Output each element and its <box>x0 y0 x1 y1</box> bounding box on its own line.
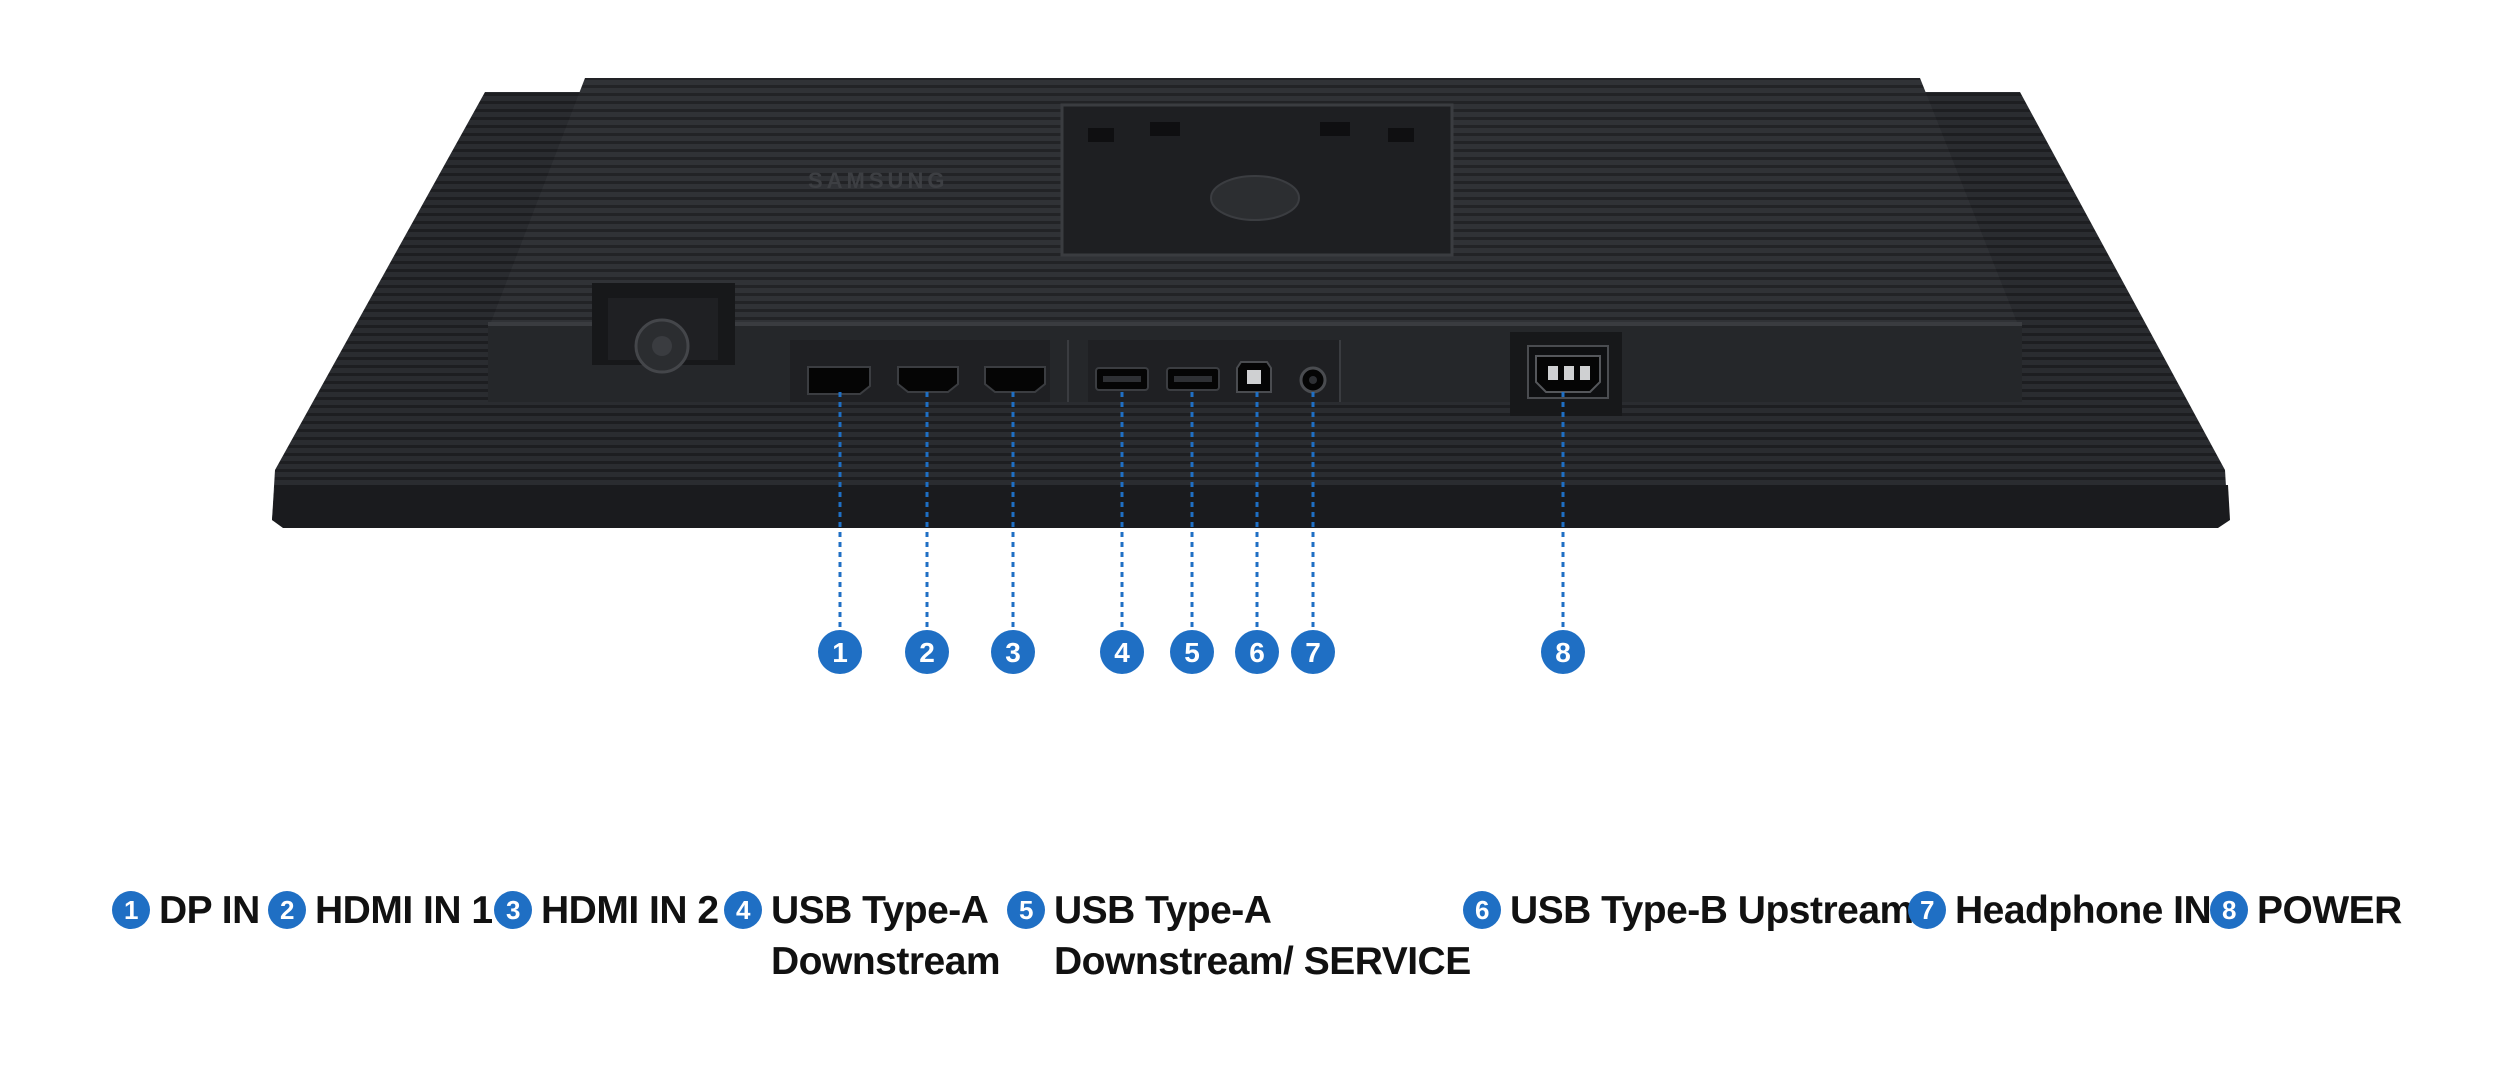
callout-marker-6: 6 <box>1235 630 1279 674</box>
legend-item-usb-a-downstream: 4 USB Type-A Downstream <box>724 885 1001 987</box>
legend-label: POWER <box>2257 889 2402 932</box>
legend-label: USB Type-A Downstream <box>771 889 1001 983</box>
legend-item-power: 8 POWER <box>2210 885 2402 936</box>
legend-number-badge: 2 <box>268 891 306 929</box>
joystick-control <box>592 283 735 374</box>
legend-number-badge: 6 <box>1463 891 1501 929</box>
callout-marker-7: 7 <box>1291 630 1335 674</box>
legend-label: Headphone IN <box>1955 889 2212 932</box>
port-legend: 1 DP IN 2 HDMI IN 1 3 HDMI IN 2 4 USB Ty… <box>0 885 2500 1015</box>
svg-text:7: 7 <box>1305 637 1321 668</box>
legend-item-dp-in: 1 DP IN <box>112 885 260 936</box>
svg-text:2: 2 <box>919 637 935 668</box>
callout-marker-1: 1 <box>818 630 862 674</box>
port-2 <box>897 366 959 393</box>
port-5 <box>1166 367 1220 391</box>
legend-item-hdmi-in-1: 2 HDMI IN 1 <box>268 885 493 936</box>
hdmi-icon <box>897 366 959 393</box>
legend-label: HDMI IN 2 <box>541 889 719 932</box>
legend-label: HDMI IN 1 <box>315 889 493 932</box>
legend-number-badge: 5 <box>1007 891 1045 929</box>
legend-number-badge: 1 <box>112 891 150 929</box>
callout-marker-2: 2 <box>905 630 949 674</box>
vesa-mount-recess <box>1060 103 1454 257</box>
port-4 <box>1095 367 1149 391</box>
svg-text:6: 6 <box>1249 637 1265 668</box>
svg-text:1: 1 <box>832 637 848 668</box>
legend-item-usb-b-upstream: 6 USB Type-B Upstream <box>1463 885 1914 936</box>
legend-item-hdmi-in-2: 3 HDMI IN 2 <box>494 885 719 936</box>
callout-marker-8: 8 <box>1541 630 1585 674</box>
port-7 <box>1299 366 1327 394</box>
legend-label: USB Type-A Downstream/ SERVICE <box>1054 889 1471 983</box>
callout-markers: 1 2 3 4 5 6 7 8 <box>818 630 1585 674</box>
callout-marker-5: 5 <box>1170 630 1214 674</box>
callout-marker-3: 3 <box>991 630 1035 674</box>
svg-text:8: 8 <box>1555 637 1571 668</box>
svg-text:3: 3 <box>1005 637 1021 668</box>
callout-marker-4: 4 <box>1100 630 1144 674</box>
port-6 <box>1236 361 1272 393</box>
legend-number-badge: 7 <box>1908 891 1946 929</box>
legend-number-badge: 3 <box>494 891 532 929</box>
port-1 <box>807 366 871 395</box>
legend-label: USB Type-B Upstream <box>1510 889 1914 932</box>
legend-number-badge: 4 <box>724 891 762 929</box>
port-3 <box>984 366 1046 393</box>
hdmi-icon <box>984 366 1046 393</box>
legend-item-usb-a-service: 5 USB Type-A Downstream/ SERVICE <box>1007 885 1471 987</box>
port-8 <box>1527 345 1609 399</box>
legend-label: DP IN <box>159 889 260 932</box>
svg-text:4: 4 <box>1114 637 1130 668</box>
brand-logo: SAMSUNG <box>808 168 948 193</box>
legend-item-headphone-in: 7 Headphone IN <box>1908 885 2212 936</box>
legend-number-badge: 8 <box>2210 891 2248 929</box>
monitor-body <box>272 78 2230 528</box>
displayport-icon <box>807 366 871 395</box>
svg-text:5: 5 <box>1184 637 1200 668</box>
